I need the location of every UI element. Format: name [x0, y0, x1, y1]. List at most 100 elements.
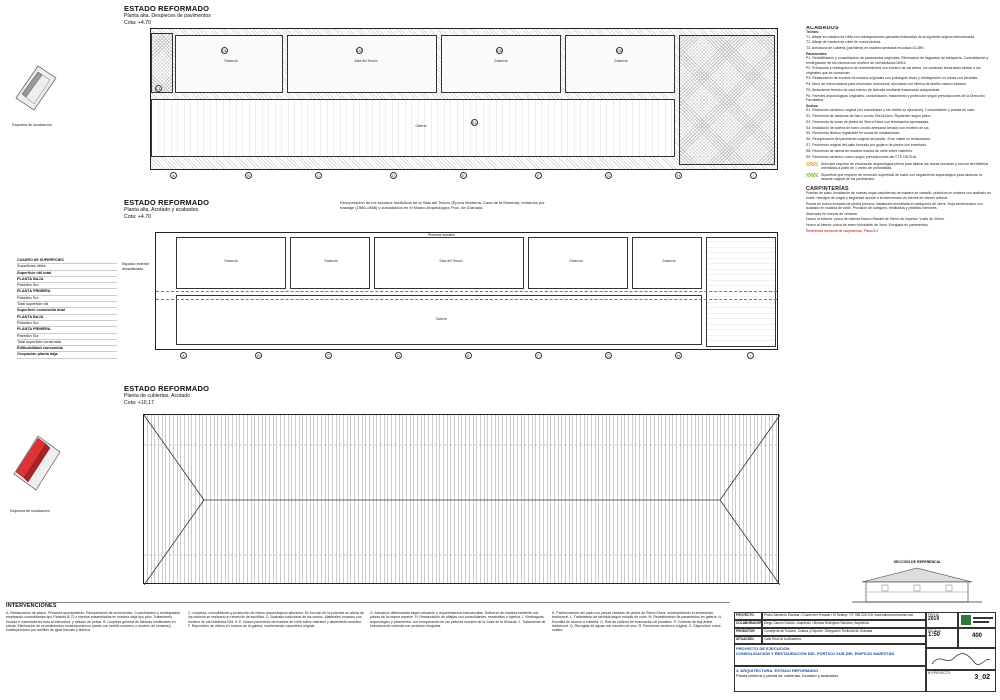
p2-right-block — [706, 237, 776, 347]
room-d2 — [287, 35, 437, 93]
legend-text-2: Superficie que requiere de remoción supe… — [821, 172, 982, 181]
plan3-header: ESTADO REFORMADO Planta de cubiertas. Ac… — [124, 384, 344, 406]
plan1-cota: Cota: +4.70 — [124, 19, 151, 26]
ventanas-text: Puerta en hueco formado de piedra primer… — [806, 201, 983, 210]
axis-c: C — [315, 172, 322, 179]
p2-axis-i: I — [747, 352, 754, 359]
suelo-s3: S3. Pavimento de losas de piedra de Sier… — [806, 119, 930, 124]
room-d3 — [441, 35, 561, 93]
param-p5: P5. Aislamiento térmico de cara interior… — [806, 88, 941, 93]
p2-axis-b: B — [255, 352, 262, 359]
surface-table-header: CUADRO DE SUPERFICIES — [17, 258, 117, 265]
st-row-10: PLANTA PRIMERA — [17, 327, 117, 334]
intervenciones-title: INTERVENCIONES — [6, 603, 57, 609]
suelo-s7: S7. Pavimento original del patio formado… — [806, 143, 928, 148]
p2-corridor — [176, 295, 702, 345]
st-row-11: Pabellón Sur — [17, 334, 117, 340]
st-row-0: Superficies útiles — [17, 264, 117, 271]
suelo-s8: S8. Pavimento de tarima de madera maciza… — [806, 148, 913, 153]
tb-escala2: 400 — [971, 633, 982, 639]
plan1-header: ESTADO REFORMADO Planta alta. Despieces … — [124, 4, 344, 26]
p2-room-1-label: Estancia — [224, 259, 238, 263]
recuperacion-note: Recuperación de los escudos heráldicos d… — [340, 200, 545, 210]
plan2-title: ESTADO REFORMADO — [124, 198, 210, 207]
axis-b: B — [245, 172, 252, 179]
tb-colab-label: COLABORADORES — [734, 620, 762, 628]
suelos-title: Suelos: — [806, 103, 819, 108]
p2-corridor-label: Galería — [435, 317, 447, 321]
room-d1 — [175, 35, 283, 93]
p2-axis-a: A — [180, 352, 187, 359]
suelo-s4: S4. Instalación de solería de barro coci… — [806, 125, 930, 130]
plan3-roof — [143, 414, 780, 585]
st-row-7: Superficie construida total — [17, 308, 117, 315]
locator-1: Esquema de localización — [12, 58, 60, 132]
acabados-panel: ACABADOS Techos: T1. Alfarje en madera d… — [806, 26, 992, 466]
param-p2: P2. Enfoscado y reintegración de revesti… — [806, 66, 981, 75]
legend-row-2: Superficie que requiere de remoción supe… — [806, 172, 992, 182]
section-elevation-icon — [852, 567, 982, 603]
room-d2-label: Sala del Tesoro — [354, 59, 378, 63]
p2-room-5-label: Estancia — [662, 259, 676, 263]
carpinterias-title: CARPINTERÍAS — [806, 186, 849, 193]
corridor-label: Galería — [415, 124, 427, 128]
legend-text-1: Área que requiere de excavación arqueoló… — [821, 161, 989, 171]
p2-axis-d: D — [395, 352, 402, 359]
plan1-title: ESTADO REFORMADO — [124, 4, 210, 13]
tb-tipo: PROYECTO DE EJECUCIÓN — [736, 646, 790, 651]
tb-colab: Diego Garzón Garzón, Arquitecto / Mónica… — [762, 620, 926, 628]
room-d4 — [565, 35, 675, 93]
suelo-s1: S1. Pavimento cerámico original (sin enc… — [806, 108, 976, 113]
locator-2-label: Esquema de localización — [10, 509, 50, 513]
section-reference: SECCIÓN DE REFERENCIA — [842, 560, 992, 610]
tb-num-label: Nº PROYECTO — [928, 671, 951, 675]
tb-escala-label: ESCALA — [928, 629, 941, 633]
tb-plano-sub: Planta primera y planta de cubiertas. Ac… — [736, 673, 840, 678]
locator-axonometric-icon — [15, 65, 57, 111]
tb-fecha-label: FECHA — [928, 613, 939, 617]
techos-title: Techos: — [806, 30, 820, 35]
techo-t1: T1. Alfarje en madera de roble con reint… — [806, 34, 976, 39]
interv-col-2: C. Limpieza, consolidación y protección … — [188, 611, 364, 628]
p2-room-4-label: Estancia — [569, 259, 583, 263]
pinturas-murales-label: Pinturas murales — [426, 233, 457, 237]
acabados-title: ACABADOS — [806, 26, 839, 31]
tb-situacion-label: SITUACIÓN — [734, 636, 762, 644]
room-c1 — [151, 33, 173, 93]
altavoces-text: Altavoces en huecos de ventana: — [806, 211, 858, 216]
param-p6: P6. Paredes arqueológicas originales: co… — [806, 93, 985, 103]
room-code-d4: D4 — [616, 47, 623, 54]
p2-axis-h: H — [675, 352, 682, 359]
st-row-3: Pabellón Sur — [17, 283, 117, 290]
paramentos-title: Paramentos: — [806, 51, 828, 56]
st-row-5: Pabellón Sur — [17, 296, 117, 303]
axis-g: G — [605, 172, 612, 179]
room-code-d1: D1 — [221, 47, 228, 54]
st-row-13: Edificabilidad consumida — [17, 346, 117, 353]
p2-room-2 — [290, 237, 370, 289]
legend-swatch-orange — [806, 161, 818, 166]
suelo-s6: S6. Recuperación del pavimento original … — [806, 137, 932, 142]
p2-room-3 — [374, 237, 524, 289]
tb-titulo: CONSOLIDACIÓN Y RESTAURACIÓN DEL PÓRTICO… — [736, 651, 895, 656]
altavoces-2: Hueco al interior: placa de acero inoxid… — [806, 223, 929, 228]
plan2-drawing: Estancia Estancia Sala del Tesoro Estanc… — [155, 232, 778, 350]
plan2-subtitle: Planta alta. Acotado y acabados — [124, 207, 199, 213]
p2-axis-g: G — [605, 352, 612, 359]
tb-situacion: Calle Real de la Alhambra — [762, 636, 926, 644]
roof-hip-lines — [144, 415, 780, 585]
tb-fecha: 2019 — [928, 615, 940, 622]
locator-roof-icon — [13, 435, 61, 491]
title-block: PROYECTO Pedro Salmerón Escobar / Cuarte… — [734, 612, 996, 696]
interv-col-3: G. Actuación diferenciada según situació… — [370, 611, 546, 628]
p2-room-3-label: Sala del Tesoro — [439, 259, 463, 263]
room-d3-label: Estancia — [494, 59, 508, 63]
techo-t2: T2. Alfarje de madera de roble de nueva … — [806, 40, 882, 45]
interv-col-4: K. Pavimentación del patio con piezas ci… — [552, 611, 722, 633]
axis-i: I — [750, 172, 757, 179]
espacio-exterior-label: Espacio exterior musealizado — [122, 262, 150, 271]
plan1-subtitle: Planta alta. Despieces de pavimentos — [124, 13, 211, 19]
axis-a: A — [170, 172, 177, 179]
p2-axis-f: F — [535, 352, 542, 359]
axis-h: H — [675, 172, 682, 179]
